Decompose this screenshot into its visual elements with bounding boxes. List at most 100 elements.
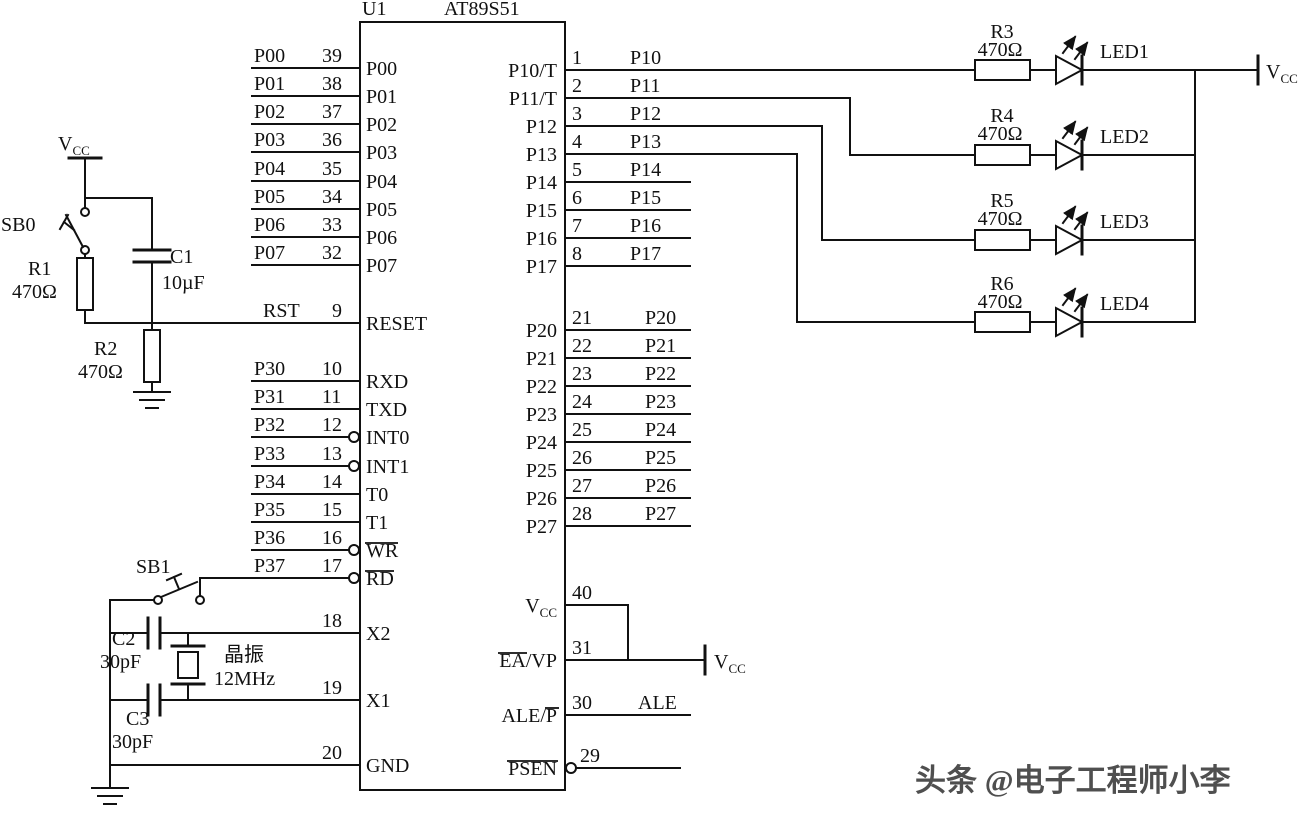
pin-name: P02: [366, 114, 397, 136]
resistor-r1-symbol: [76, 257, 94, 311]
pin-number: 23: [572, 363, 592, 385]
net-label: RST: [263, 300, 300, 322]
ic-refdes: U1: [362, 0, 386, 20]
pin-name: P24: [526, 432, 557, 454]
vcc-sub: CC: [72, 143, 89, 158]
r5-ref: R5: [990, 190, 1013, 212]
pin-name: P27: [526, 516, 557, 538]
r3-ref: R3: [990, 21, 1013, 43]
led4-symbol: [1055, 287, 1089, 338]
pin-name: WR: [366, 540, 399, 562]
resistor-r5-symbol: [974, 229, 1031, 251]
crystal-name: 晶振: [224, 643, 264, 666]
net-label: P11: [630, 75, 660, 97]
ic-part-number: AT89S51: [444, 0, 520, 20]
pin-name: P11/T: [509, 88, 557, 110]
pin-number: 4: [572, 131, 582, 153]
net-label: P06: [254, 214, 285, 236]
pin-number: 22: [572, 335, 592, 357]
net-label: P13: [630, 131, 661, 153]
pin-name: P20: [526, 320, 557, 342]
bubble-psen: [565, 762, 577, 774]
r4-ref: R4: [990, 105, 1013, 127]
net-label: ALE: [638, 692, 677, 714]
led1-symbol: [1055, 35, 1089, 86]
pin-number: 26: [572, 447, 592, 469]
pin-name: GND: [366, 755, 409, 777]
net-label: P36: [254, 527, 285, 549]
r6-ref: R6: [990, 273, 1013, 295]
crystal-value: 12MHz: [214, 668, 275, 690]
pin-name: P05: [366, 199, 397, 221]
component-labels: R1 470Ω R2 470Ω R3 470Ω R4 470Ω R5 470Ω …: [1, 21, 1149, 753]
net-label: P21: [645, 335, 676, 357]
net-label: P24: [645, 419, 676, 441]
pin-name: P01: [366, 86, 397, 108]
pin-number: 36: [322, 129, 342, 151]
vcc-label-ea: VCC: [714, 651, 746, 676]
vcc-label-top-right: VCC: [1266, 61, 1298, 86]
switch-sb1-symbol: [153, 572, 205, 605]
net-label: P03: [254, 129, 285, 151]
net-label: P25: [645, 447, 676, 469]
pin-name: P15: [526, 200, 557, 222]
net-label: P07: [254, 242, 285, 264]
net-label: P23: [645, 391, 676, 413]
pin-number: 24: [572, 391, 592, 413]
pin-name: P16: [526, 228, 557, 250]
pin-name: P10/T: [508, 60, 557, 82]
pin-name: P03: [366, 142, 397, 164]
net-label: P26: [645, 475, 676, 497]
vcc-label-top-left: VCC: [58, 133, 90, 158]
pin-name: P25: [526, 460, 557, 482]
pin-number: 2: [572, 75, 582, 97]
capacitor-c3-symbol: [146, 683, 162, 717]
net-label: P04: [254, 158, 285, 180]
resistor-r2-symbol: [143, 329, 161, 383]
pin-name: P06: [366, 227, 397, 249]
r5-value: 470Ω: [978, 208, 1023, 230]
led2-ref: LED2: [1100, 126, 1149, 148]
bubble-int0: [348, 431, 360, 443]
pin-name: P14: [526, 172, 557, 194]
net-label: P14: [630, 159, 661, 181]
pin-name: P13: [526, 144, 557, 166]
net-label: P34: [254, 471, 285, 493]
vcc-v: V: [525, 595, 540, 617]
led2-symbol: [1055, 120, 1089, 171]
led3-ref: LED3: [1100, 211, 1149, 233]
pin-number: 28: [572, 503, 592, 525]
c2-ref: C2: [112, 628, 135, 650]
pin-name: T1: [366, 512, 388, 534]
pin-number: 32: [322, 242, 342, 264]
r4-value: 470Ω: [978, 123, 1023, 145]
c3-ref: C3: [126, 708, 149, 730]
pin-name: P21: [526, 348, 557, 370]
pin-number: 6: [572, 187, 582, 209]
watermark: 头条 @电子工程师小李: [915, 763, 1231, 798]
vcc-v: V: [58, 133, 73, 155]
right-pin-numbers: 1 2 3 4 5 6 7 8 21 22 23 24 25 26 27 28 …: [572, 47, 600, 767]
pin-number: 16: [322, 527, 342, 549]
c1-ref: C1: [170, 246, 193, 268]
net-label: P27: [645, 503, 676, 525]
active-low-bubbles: [348, 431, 577, 774]
pin-name: P26: [526, 488, 557, 510]
pin-number: 29: [580, 745, 600, 767]
net-label: P15: [630, 187, 661, 209]
pin-name: P07: [366, 255, 397, 277]
c1-value: 10µF: [162, 272, 205, 294]
c2-value: 30pF: [100, 651, 141, 673]
wire-net: [84, 67, 1259, 789]
net-label: P30: [254, 358, 285, 380]
r2-ref: R2: [94, 338, 117, 360]
pin-name: EA/VP: [499, 650, 557, 672]
pin-number: 11: [322, 386, 341, 408]
pin-name-vcc: VCC: [525, 595, 557, 620]
net-label: P31: [254, 386, 285, 408]
pin-number: 40: [572, 582, 592, 604]
led3-symbol: [1055, 205, 1089, 256]
left-pin-numbers: 39 38 37 36 35 34 33 32 9 10 11 12 13 14…: [322, 45, 342, 764]
pin-number: 14: [322, 471, 342, 493]
pin-number: 18: [322, 610, 342, 632]
